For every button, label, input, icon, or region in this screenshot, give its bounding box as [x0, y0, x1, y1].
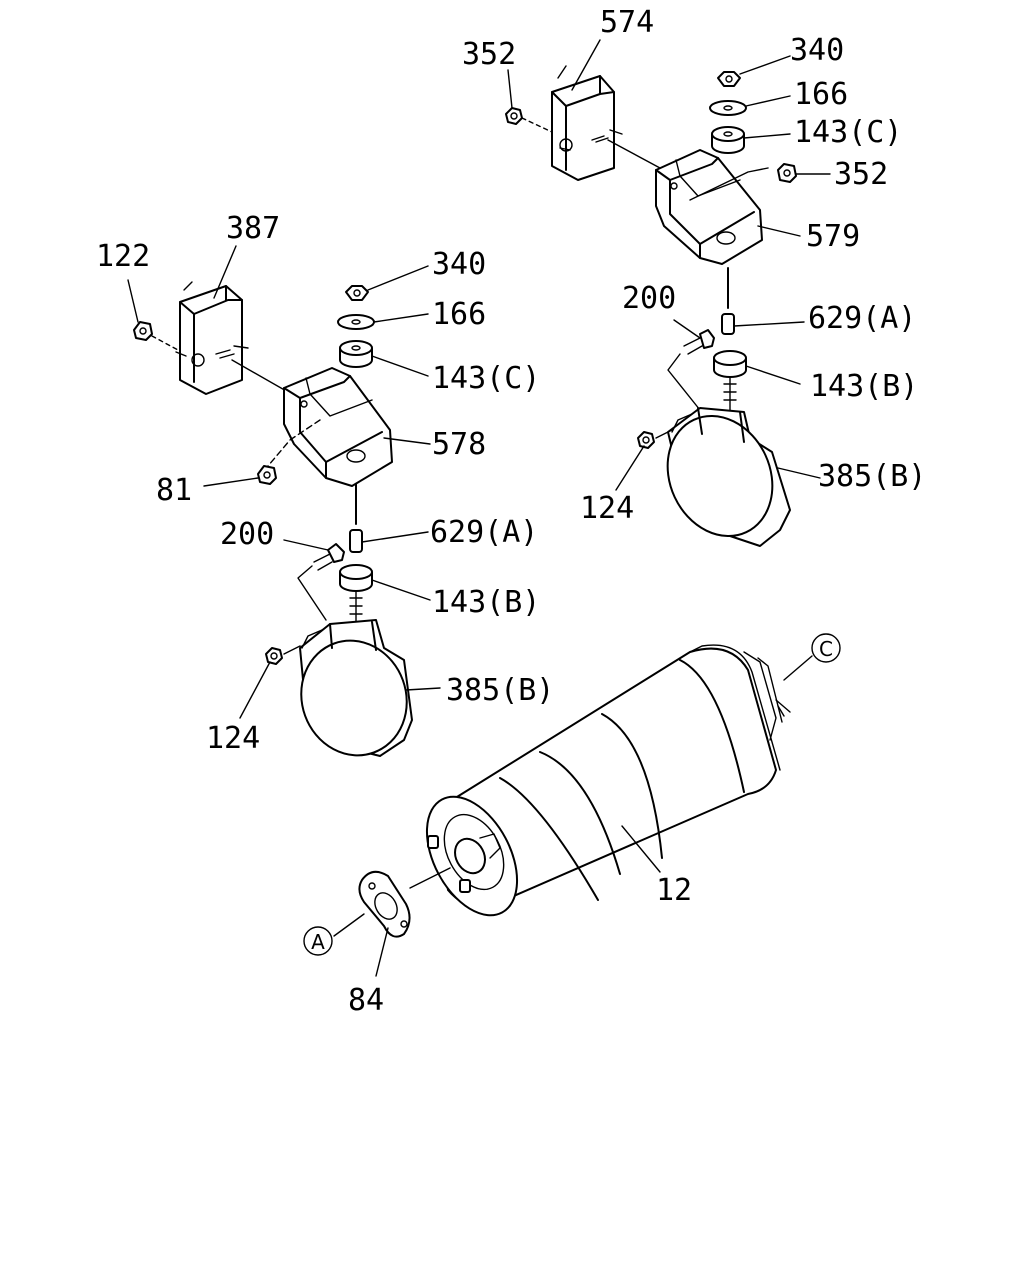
part-352-nut-right	[777, 163, 797, 183]
callout-81: 81	[156, 473, 192, 508]
callout-352-right: 352	[834, 157, 888, 192]
callout-143c-right: 143(C)	[794, 115, 902, 150]
part-143c-rubber-mount-right	[711, 126, 745, 154]
callout-340-left: 340	[432, 247, 486, 282]
callout-387: 387	[226, 211, 280, 246]
reference-marker-c-label: C	[819, 637, 833, 661]
part-352-nut-left	[505, 107, 553, 133]
callout-578: 578	[432, 427, 486, 462]
callout-385b-right: 385(B)	[818, 459, 926, 494]
callout-574: 574	[600, 5, 654, 40]
reference-marker-a: A	[303, 926, 333, 956]
part-143c-rubber-mount-left	[339, 340, 373, 368]
callout-143b-right: 143(B)	[810, 369, 918, 404]
callout-352-upper: 352	[462, 37, 516, 72]
callout-385b-left: 385(B)	[446, 673, 554, 708]
callout-143c-left: 143(C)	[432, 361, 540, 396]
part-124-nut-left	[265, 645, 301, 665]
part-579-lower-bracket-right	[655, 149, 769, 265]
part-12-muffler	[425, 644, 791, 917]
part-84-gasket	[358, 870, 411, 938]
callout-143b-left: 143(B)	[432, 585, 540, 620]
callout-122: 122	[96, 239, 150, 274]
callout-124-right: 124	[580, 491, 634, 526]
callout-629a-left: 629(A)	[430, 515, 538, 550]
part-122-nut-left	[133, 321, 179, 351]
callout-12: 12	[656, 873, 692, 908]
callout-340-right: 340	[790, 33, 844, 68]
callout-166-left: 166	[432, 297, 486, 332]
callout-200-right: 200	[622, 281, 676, 316]
callout-166-right: 166	[794, 77, 848, 112]
part-200-bolt-right	[683, 329, 715, 355]
part-200-bolt-left	[313, 543, 345, 571]
part-385b-clamp-band-left	[299, 619, 413, 757]
reference-marker-c: C	[811, 633, 841, 663]
part-385b-clamp-band-right	[666, 407, 791, 547]
callout-124-left: 124	[206, 721, 260, 756]
part-166-washer-right	[709, 100, 747, 116]
part-574-upper-bracket-right	[551, 65, 623, 181]
part-124-nut-right	[637, 429, 673, 449]
part-143b-rubber-mount-right	[713, 350, 747, 378]
part-340-flange-nut-right	[717, 71, 741, 87]
part-629a-collar-left	[349, 529, 363, 553]
reference-marker-a-label: A	[311, 930, 325, 954]
callout-200-left: 200	[220, 517, 274, 552]
part-387-upper-bracket-left	[175, 281, 249, 395]
part-340-flange-nut-left	[345, 285, 369, 301]
callout-629a-right: 629(A)	[808, 301, 916, 336]
part-629a-collar-right	[721, 313, 735, 335]
part-81-nut	[257, 465, 277, 485]
part-143b-rubber-mount-left	[339, 564, 373, 592]
callout-579: 579	[806, 219, 860, 254]
callout-84: 84	[348, 983, 384, 1018]
part-166-washer-left	[337, 314, 375, 330]
part-578-lower-bracket-left	[267, 367, 393, 487]
